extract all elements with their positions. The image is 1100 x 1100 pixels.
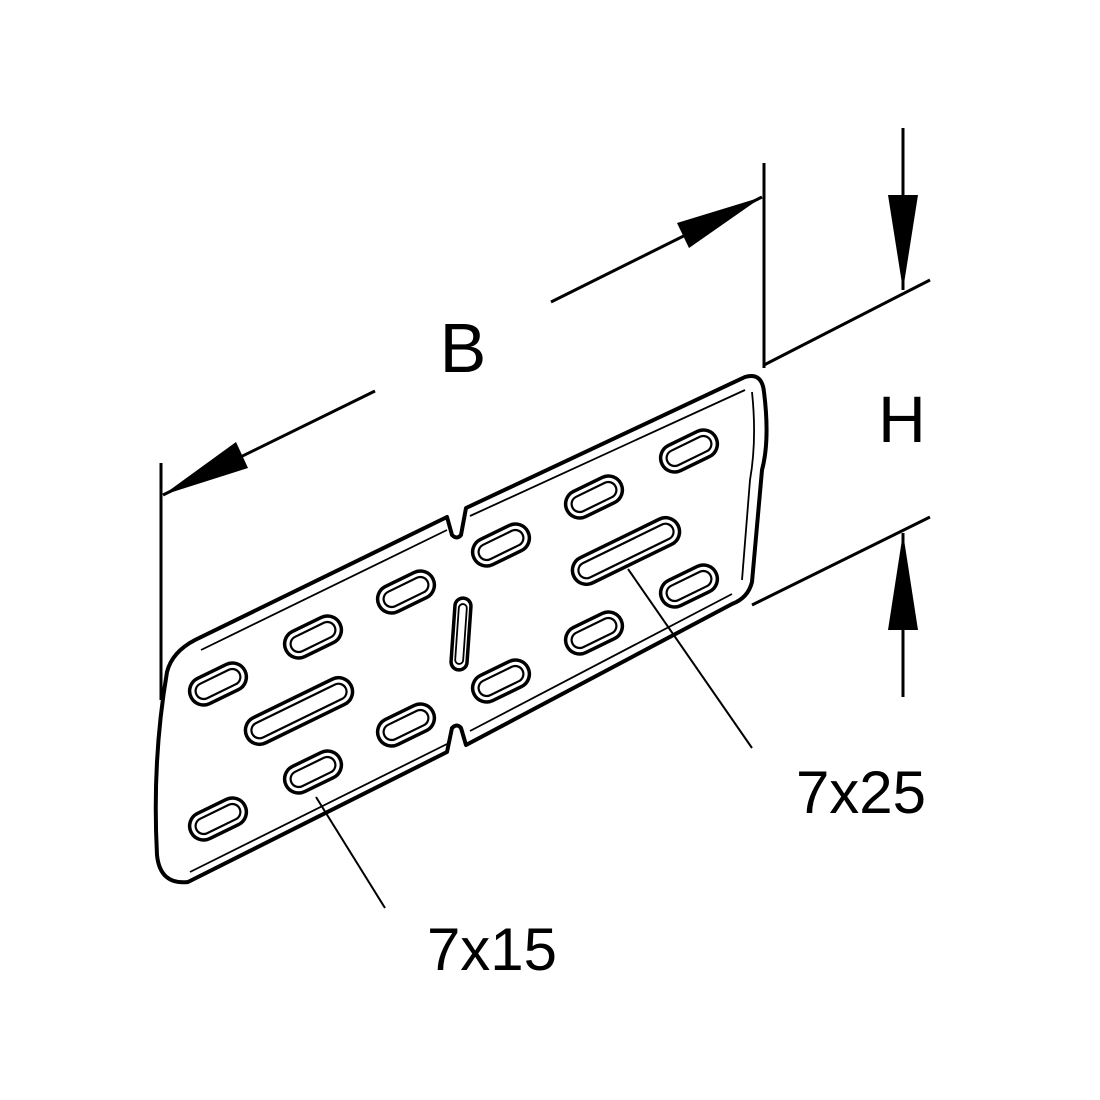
height-arrow-bottom	[888, 533, 918, 630]
long-slot-callout: 7x25	[627, 568, 926, 826]
short-slot-label: 7x15	[427, 916, 557, 983]
height-dimension: H	[751, 128, 931, 697]
width-dimension: B	[159, 163, 766, 700]
short-slot-callout: 7x15	[315, 796, 557, 983]
long-slot-label: 7x25	[796, 759, 926, 826]
short-slot-leader	[315, 796, 386, 909]
center-slot	[449, 596, 473, 672]
width-arrow-left	[163, 442, 248, 495]
height-arrow-top	[888, 195, 918, 290]
height-label: H	[878, 382, 926, 456]
height-extension-bottom	[751, 515, 931, 607]
long-slot-leader	[627, 568, 753, 749]
height-extension-top	[763, 278, 931, 367]
width-label: B	[440, 309, 487, 387]
width-arrow-right	[677, 197, 762, 248]
